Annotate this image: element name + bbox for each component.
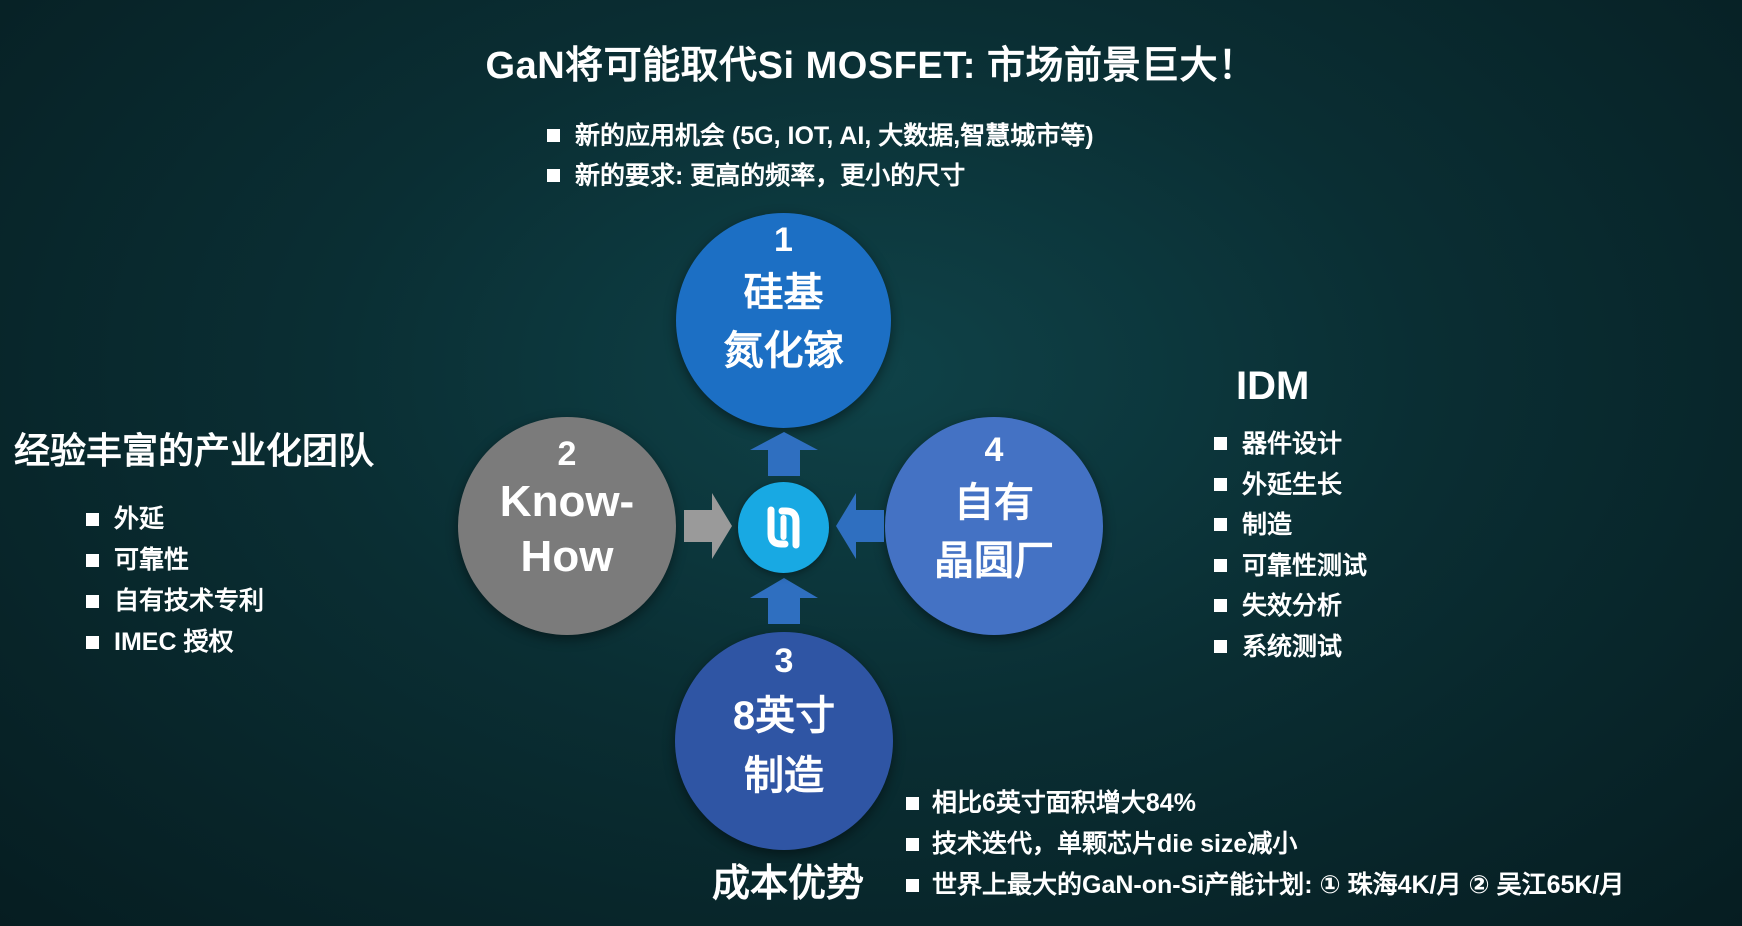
right-heading: IDM	[1236, 364, 1310, 408]
left-bullet-item: IMEC 授权	[84, 622, 264, 663]
circle-label-line1: 自有	[954, 481, 1034, 525]
arrow-left-icon	[836, 493, 884, 559]
left-bullet-item: 外延	[84, 499, 264, 540]
left-bullet-item: 可靠性	[84, 540, 264, 581]
circle-label-line2: 氮化镓	[723, 329, 844, 373]
left-bullet-list: 外延 可靠性 自有技术专利 IMEC 授权	[84, 499, 264, 663]
circle-1-gan-on-si: 1 硅基 氮化镓	[676, 213, 891, 428]
circle-label-line1: 硅基	[743, 271, 824, 315]
arrow-right-icon	[684, 493, 732, 559]
page-title: GaN将可能取代Si MOSFET: 市场前景巨大！	[485, 45, 1257, 87]
circle-label-line2: How	[520, 532, 614, 581]
bottom-bullet-item: 技术迭代，单颗芯片die size减小	[906, 824, 1624, 865]
left-bullet-item: 自有技术专利	[84, 581, 264, 622]
circle-3-8inch-manufacturing: 3 8英寸 制造	[675, 632, 893, 850]
arrow-up-icon	[750, 578, 818, 624]
right-bullet-item: 外延生长	[1212, 465, 1367, 506]
top-bullet-list: 新的应用机会 (5G, IOT, AI, 大数据,智慧城市等) 新的要求: 更高…	[545, 116, 1094, 196]
right-bullet-list: 器件设计 外延生长 制造 可靠性测试 失效分析 系统测试	[1212, 424, 1367, 667]
circle-label-line1: Know-	[499, 477, 635, 526]
arrow-up-icon	[750, 432, 818, 476]
circle-number: 2	[557, 435, 577, 473]
top-bullet-item: 新的要求: 更高的频率，更小的尺寸	[545, 156, 1094, 196]
circle-2-know-how: 2 Know- How	[458, 417, 676, 635]
right-bullet-item: 失效分析	[1212, 586, 1367, 627]
circle-number: 4	[984, 431, 1004, 469]
circle-number: 3	[774, 642, 794, 680]
right-bullet-item: 可靠性测试	[1212, 546, 1367, 587]
bottom-bullet-item: 相比6英寸面积增大84%	[906, 783, 1624, 824]
circle-label-line2: 制造	[744, 754, 824, 798]
circle-label-line1: 8英寸	[732, 694, 836, 738]
circle-label-line2: 晶圆厂	[934, 539, 1054, 583]
bottom-bullet-list: 相比6英寸面积增大84% 技术迭代，单颗芯片die size减小 世界上最大的G…	[906, 783, 1624, 906]
cost-advantage-label: 成本优势	[712, 863, 865, 905]
top-bullet-item: 新的应用机会 (5G, IOT, AI, 大数据,智慧城市等)	[545, 116, 1094, 156]
circle-number: 1	[774, 221, 793, 259]
right-bullet-item: 器件设计	[1212, 424, 1367, 465]
right-bullet-item: 制造	[1212, 505, 1367, 546]
left-heading: 经验丰富的产业化团队	[14, 430, 375, 471]
company-logo-icon	[738, 482, 829, 573]
bottom-bullet-item: 世界上最大的GaN-on-Si产能计划: ① 珠海4K/月 ② 吴江65K/月	[906, 865, 1624, 906]
circle-4-own-fab: 4 自有 晶圆厂	[885, 417, 1103, 635]
right-bullet-item: 系统测试	[1212, 627, 1367, 668]
